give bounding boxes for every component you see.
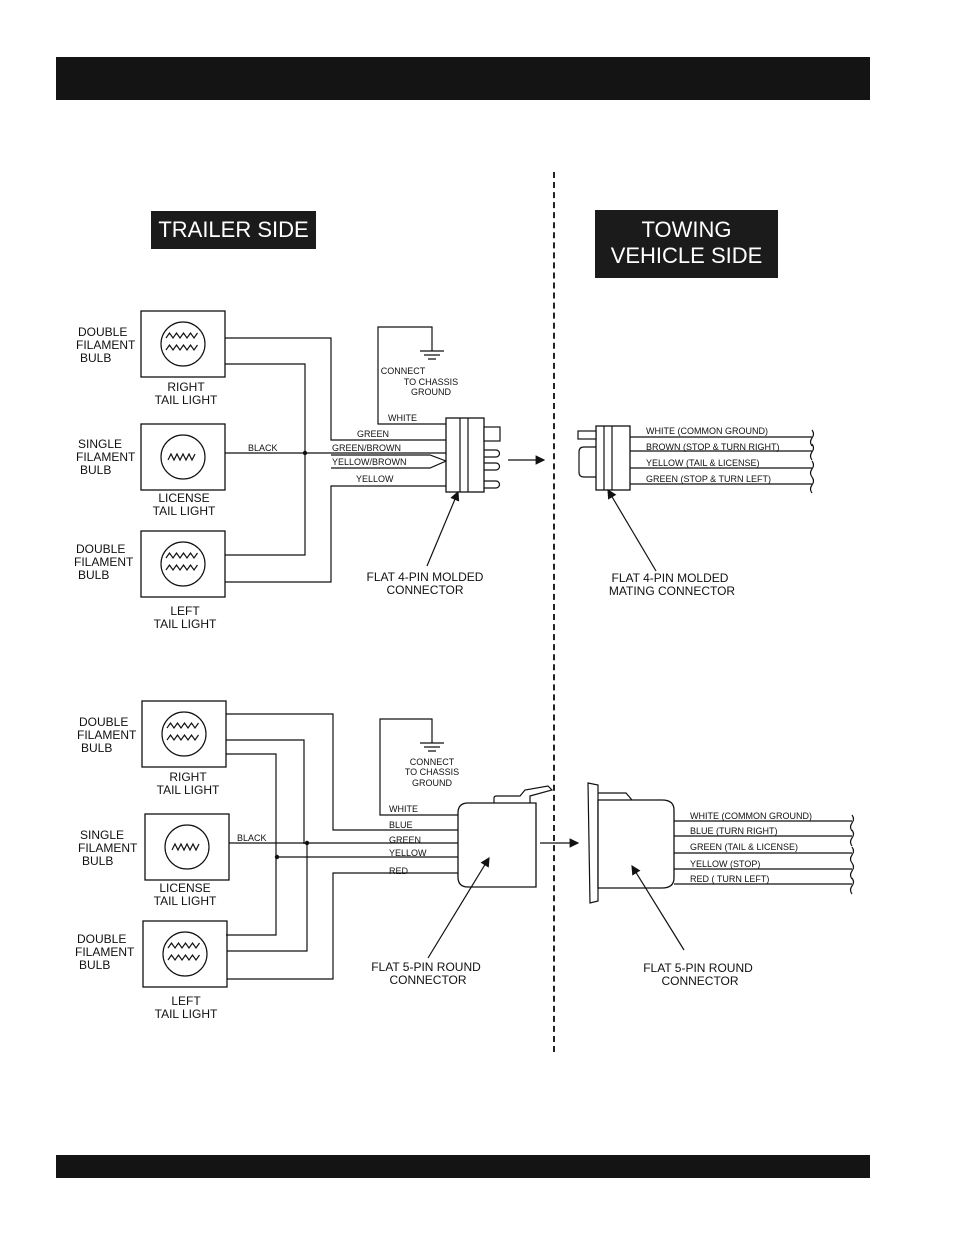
bulb-name-label: LICENSE (158, 491, 209, 505)
towing-heading-line2: VEHICLE SIDE (610, 243, 763, 268)
bulb-name-label: LEFT (170, 604, 200, 618)
four-pin-diagram: DOUBLE FILAMENT BULB SINGLE FILAMENT BUL… (74, 310, 815, 631)
vehicle-connector-5pin (587, 782, 855, 951)
trailer-wire-label: WHITE (389, 804, 418, 814)
side-divider (553, 172, 555, 1052)
trailer-wire-label: GREEN/BROWN (332, 443, 401, 453)
bulb-name-label: LICENSE (159, 881, 210, 895)
right-tail-light-bulb (140, 310, 226, 378)
trailer-side-heading: TRAILER SIDE (151, 211, 316, 249)
bulb-name-label: TAIL LIGHT (153, 504, 216, 518)
bulb-type-label: FILAMENT (76, 450, 136, 464)
connector-label: CONNECTOR (386, 583, 463, 597)
bulb-type-label: DOUBLE (78, 325, 127, 339)
vehicle-wire-label: YELLOW (TAIL & LICENSE) (646, 458, 760, 468)
towing-heading-line1: TOWING (641, 217, 732, 242)
left-tail-light-bulb (140, 530, 226, 598)
bulb-name-label: TAIL LIGHT (154, 617, 217, 631)
ground-label: CONNECT (381, 366, 426, 376)
header-bar (56, 57, 870, 100)
bulb-name-label: TAIL LIGHT (157, 783, 220, 797)
connector-label: FLAT 4-PIN MOLDED (367, 570, 484, 584)
bulb-type-label: DOUBLE (76, 542, 125, 556)
bulb-type-label: SINGLE (78, 437, 122, 451)
trailer-wire-label: BLUE (389, 820, 413, 830)
bulb-type-label: BULB (82, 854, 113, 868)
bulb-type-label: FILAMENT (77, 728, 137, 742)
vehicle-wire-label: GREEN (TAIL & LICENSE) (690, 842, 798, 852)
bulb-type-label: DOUBLE (77, 932, 126, 946)
bulb-name-label: RIGHT (169, 770, 207, 784)
bulb-name-label: TAIL LIGHT (155, 393, 218, 407)
bulb-type-label: FILAMENT (74, 555, 134, 569)
bulb-type-label: FILAMENT (76, 338, 136, 352)
bulb-type-label: BULB (81, 741, 112, 755)
bulb-type-label: BULB (79, 958, 110, 972)
trailer-wire-label: GREEN (357, 429, 389, 439)
ground-label: CONNECT (410, 757, 455, 767)
connector-label: CONNECTOR (389, 973, 466, 987)
bulb-type-label: BULB (80, 351, 111, 365)
towing-vehicle-side-heading: TOWING VEHICLE SIDE (595, 210, 778, 278)
vehicle-wire-label: GREEN (STOP & TURN LEFT) (646, 474, 771, 484)
bulb-name-label: LEFT (171, 994, 201, 1008)
trailer-wire-label: WHITE (388, 413, 417, 423)
bulb-name-label: TAIL LIGHT (154, 894, 217, 908)
vehicle-wire-label: BROWN (STOP & TURN RIGHT) (646, 442, 780, 452)
vehicle-wire-label: RED ( TURN LEFT) (690, 874, 769, 884)
trailer-wire-label: GREEN (389, 835, 421, 845)
bulb-type-label: FILAMENT (75, 945, 135, 959)
vehicle-connector-label: FLAT 5-PIN ROUND (643, 961, 753, 975)
four-pin-wires (225, 326, 546, 583)
ground-label: GROUND (412, 778, 452, 788)
vehicle-wire-label: WHITE (COMMON GROUND) (690, 811, 812, 821)
ground-label: GROUND (411, 387, 451, 397)
license-tail-light-bulb (144, 813, 230, 881)
bulb-type-label: BULB (80, 463, 111, 477)
bulb-name-label: RIGHT (167, 380, 205, 394)
trailer-wire-label: YELLOW (356, 474, 394, 484)
ground-label: TO CHASSIS (405, 767, 459, 777)
right-tail-light-bulb (141, 700, 227, 768)
trailer-wire-label: YELLOW (389, 848, 427, 858)
vehicle-connector-label: CONNECTOR (661, 974, 738, 988)
mating-connector-label: FLAT 4-PIN MOLDED (612, 571, 729, 585)
footer-bar (56, 1155, 870, 1178)
black-wire-label: BLACK (248, 443, 278, 453)
black-wire-label: BLACK (237, 833, 267, 843)
bulb-type-label: BULB (78, 568, 109, 582)
mating-connector-4pin (577, 425, 815, 572)
bulb-type-label: FILAMENT (78, 841, 138, 855)
left-tail-light-bulb (142, 920, 228, 988)
mating-connector-label: MATING CONNECTOR (609, 584, 736, 598)
bulb-type-label: DOUBLE (79, 715, 128, 729)
bulb-name-label: TAIL LIGHT (155, 1007, 218, 1021)
connector-label: FLAT 5-PIN ROUND (371, 960, 481, 974)
bulb-type-label: SINGLE (80, 828, 124, 842)
vehicle-wire-label: BLUE (TURN RIGHT) (690, 826, 778, 836)
trailer-wire-label: YELLOW/BROWN (332, 457, 407, 467)
vehicle-wire-label: WHITE (COMMON GROUND) (646, 426, 768, 436)
license-tail-light-bulb (140, 423, 226, 491)
trailer-wire-label: RED (389, 866, 409, 876)
ground-label: TO CHASSIS (404, 377, 458, 387)
five-pin-wires (226, 713, 580, 980)
five-pin-diagram: DOUBLE FILAMENT BULB SINGLE FILAMENT BUL… (75, 700, 855, 1021)
vehicle-wire-label: YELLOW (STOP) (690, 859, 760, 869)
